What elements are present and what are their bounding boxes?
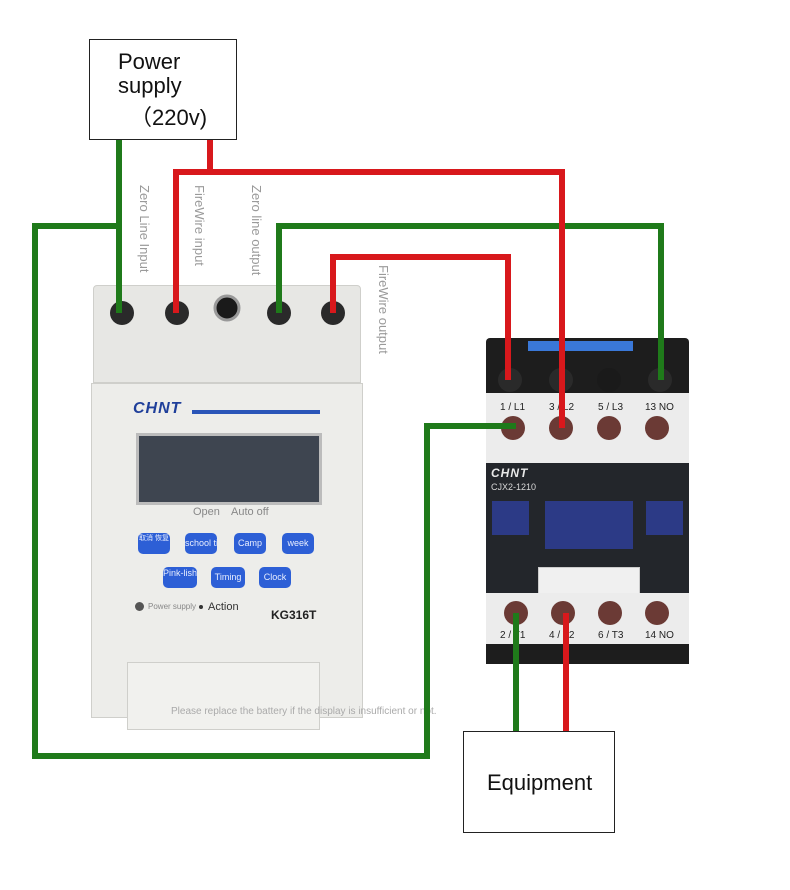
contactor-t3-screw: [598, 601, 622, 625]
terminal-label-5-l3: 5 / L3: [598, 402, 624, 413]
power-supply-voltage: （220v): [130, 105, 208, 130]
clock-button[interactable]: Clock: [259, 567, 291, 588]
timer-center-knob: [213, 294, 241, 322]
neutral-wires: [32, 140, 664, 759]
equipment-box: Equipment: [463, 731, 615, 833]
contactor-14no-screw: [645, 601, 669, 625]
contactor-model-label: CJX2-1210: [491, 482, 537, 492]
status-open-label: Open: [193, 506, 220, 518]
terminal-label-6-t3: 6 / T3: [598, 630, 624, 641]
battery-note: Please replace the battery if the displa…: [171, 706, 437, 717]
terminal-label-1-l1: 1 / L1: [500, 402, 526, 413]
contactor-l3-screw-top: [597, 368, 621, 392]
contactor-window-left: [492, 501, 529, 535]
equipment-label: Equipment: [487, 770, 593, 795]
brand-underline: [192, 410, 320, 414]
power-supply-label-line1: Power: [118, 49, 181, 74]
live-wire-supply-to-l2: [210, 169, 565, 428]
school-time-button[interactable]: school time: [185, 533, 217, 554]
lcd-display: [136, 433, 322, 505]
neutral-wire-loop-to-contactor-coil: [32, 223, 516, 759]
terminal-label-14-no: 14 NO: [645, 630, 674, 641]
power-indicator-led: [135, 602, 144, 611]
contactor-top-label: [528, 341, 633, 351]
live-wires: [173, 140, 569, 731]
time-switch-device: CHNT Open Auto off 取消 恢复 school time Cam…: [91, 285, 363, 730]
status-auto-off-label: Auto off: [231, 506, 269, 518]
contactor-terminal-screws: [498, 368, 672, 625]
action-indicator-dot: [199, 605, 203, 609]
contactor-window-right: [646, 501, 683, 535]
pink-lish-button[interactable]: Pink-lish: [163, 567, 197, 588]
neutral-wire-timer-out-to-13no: [276, 223, 664, 380]
firewire-output-label: FireWire output: [376, 265, 391, 354]
power-supply-indicator-label: Power supply: [148, 602, 197, 611]
live-wire-timer-out-to-l1: [330, 254, 511, 380]
power-supply-label-line2: supply: [118, 73, 182, 98]
contactor-a-screw-3: [597, 416, 621, 440]
timer-model-label: KG316T: [271, 608, 317, 622]
cancel-restore-button[interactable]: 取消 恢复: [138, 533, 170, 554]
battery-cover: [127, 662, 320, 730]
terminal-label-13-no: 13 NO: [645, 402, 674, 413]
timer-terminal-screws: [110, 294, 345, 325]
power-supply-box: Power supply （220v): [89, 39, 237, 140]
terminal-label-2-t1: 2 / T1: [500, 630, 526, 641]
contactor-a-screw-4: [645, 416, 669, 440]
firewire-input-label: FireWire input: [192, 185, 207, 266]
action-indicator-label: Action: [208, 601, 239, 613]
timing-button[interactable]: Timing: [211, 567, 245, 588]
live-wire-supply-to-timer: [173, 140, 213, 313]
zero-line-output-label: Zero line output: [249, 185, 264, 276]
contactor-base: [486, 644, 689, 664]
contactor-window-center: [545, 501, 633, 549]
timer-brand-logo: CHNT: [133, 400, 182, 417]
contactor-brand-logo: CHNT: [491, 466, 529, 480]
zero-line-input-label: Zero Line Input: [137, 185, 152, 273]
camp-button[interactable]: Camp: [234, 533, 266, 554]
week-button[interactable]: week: [282, 533, 314, 554]
terminal-label-4-t2: 4 / T2: [549, 630, 575, 641]
